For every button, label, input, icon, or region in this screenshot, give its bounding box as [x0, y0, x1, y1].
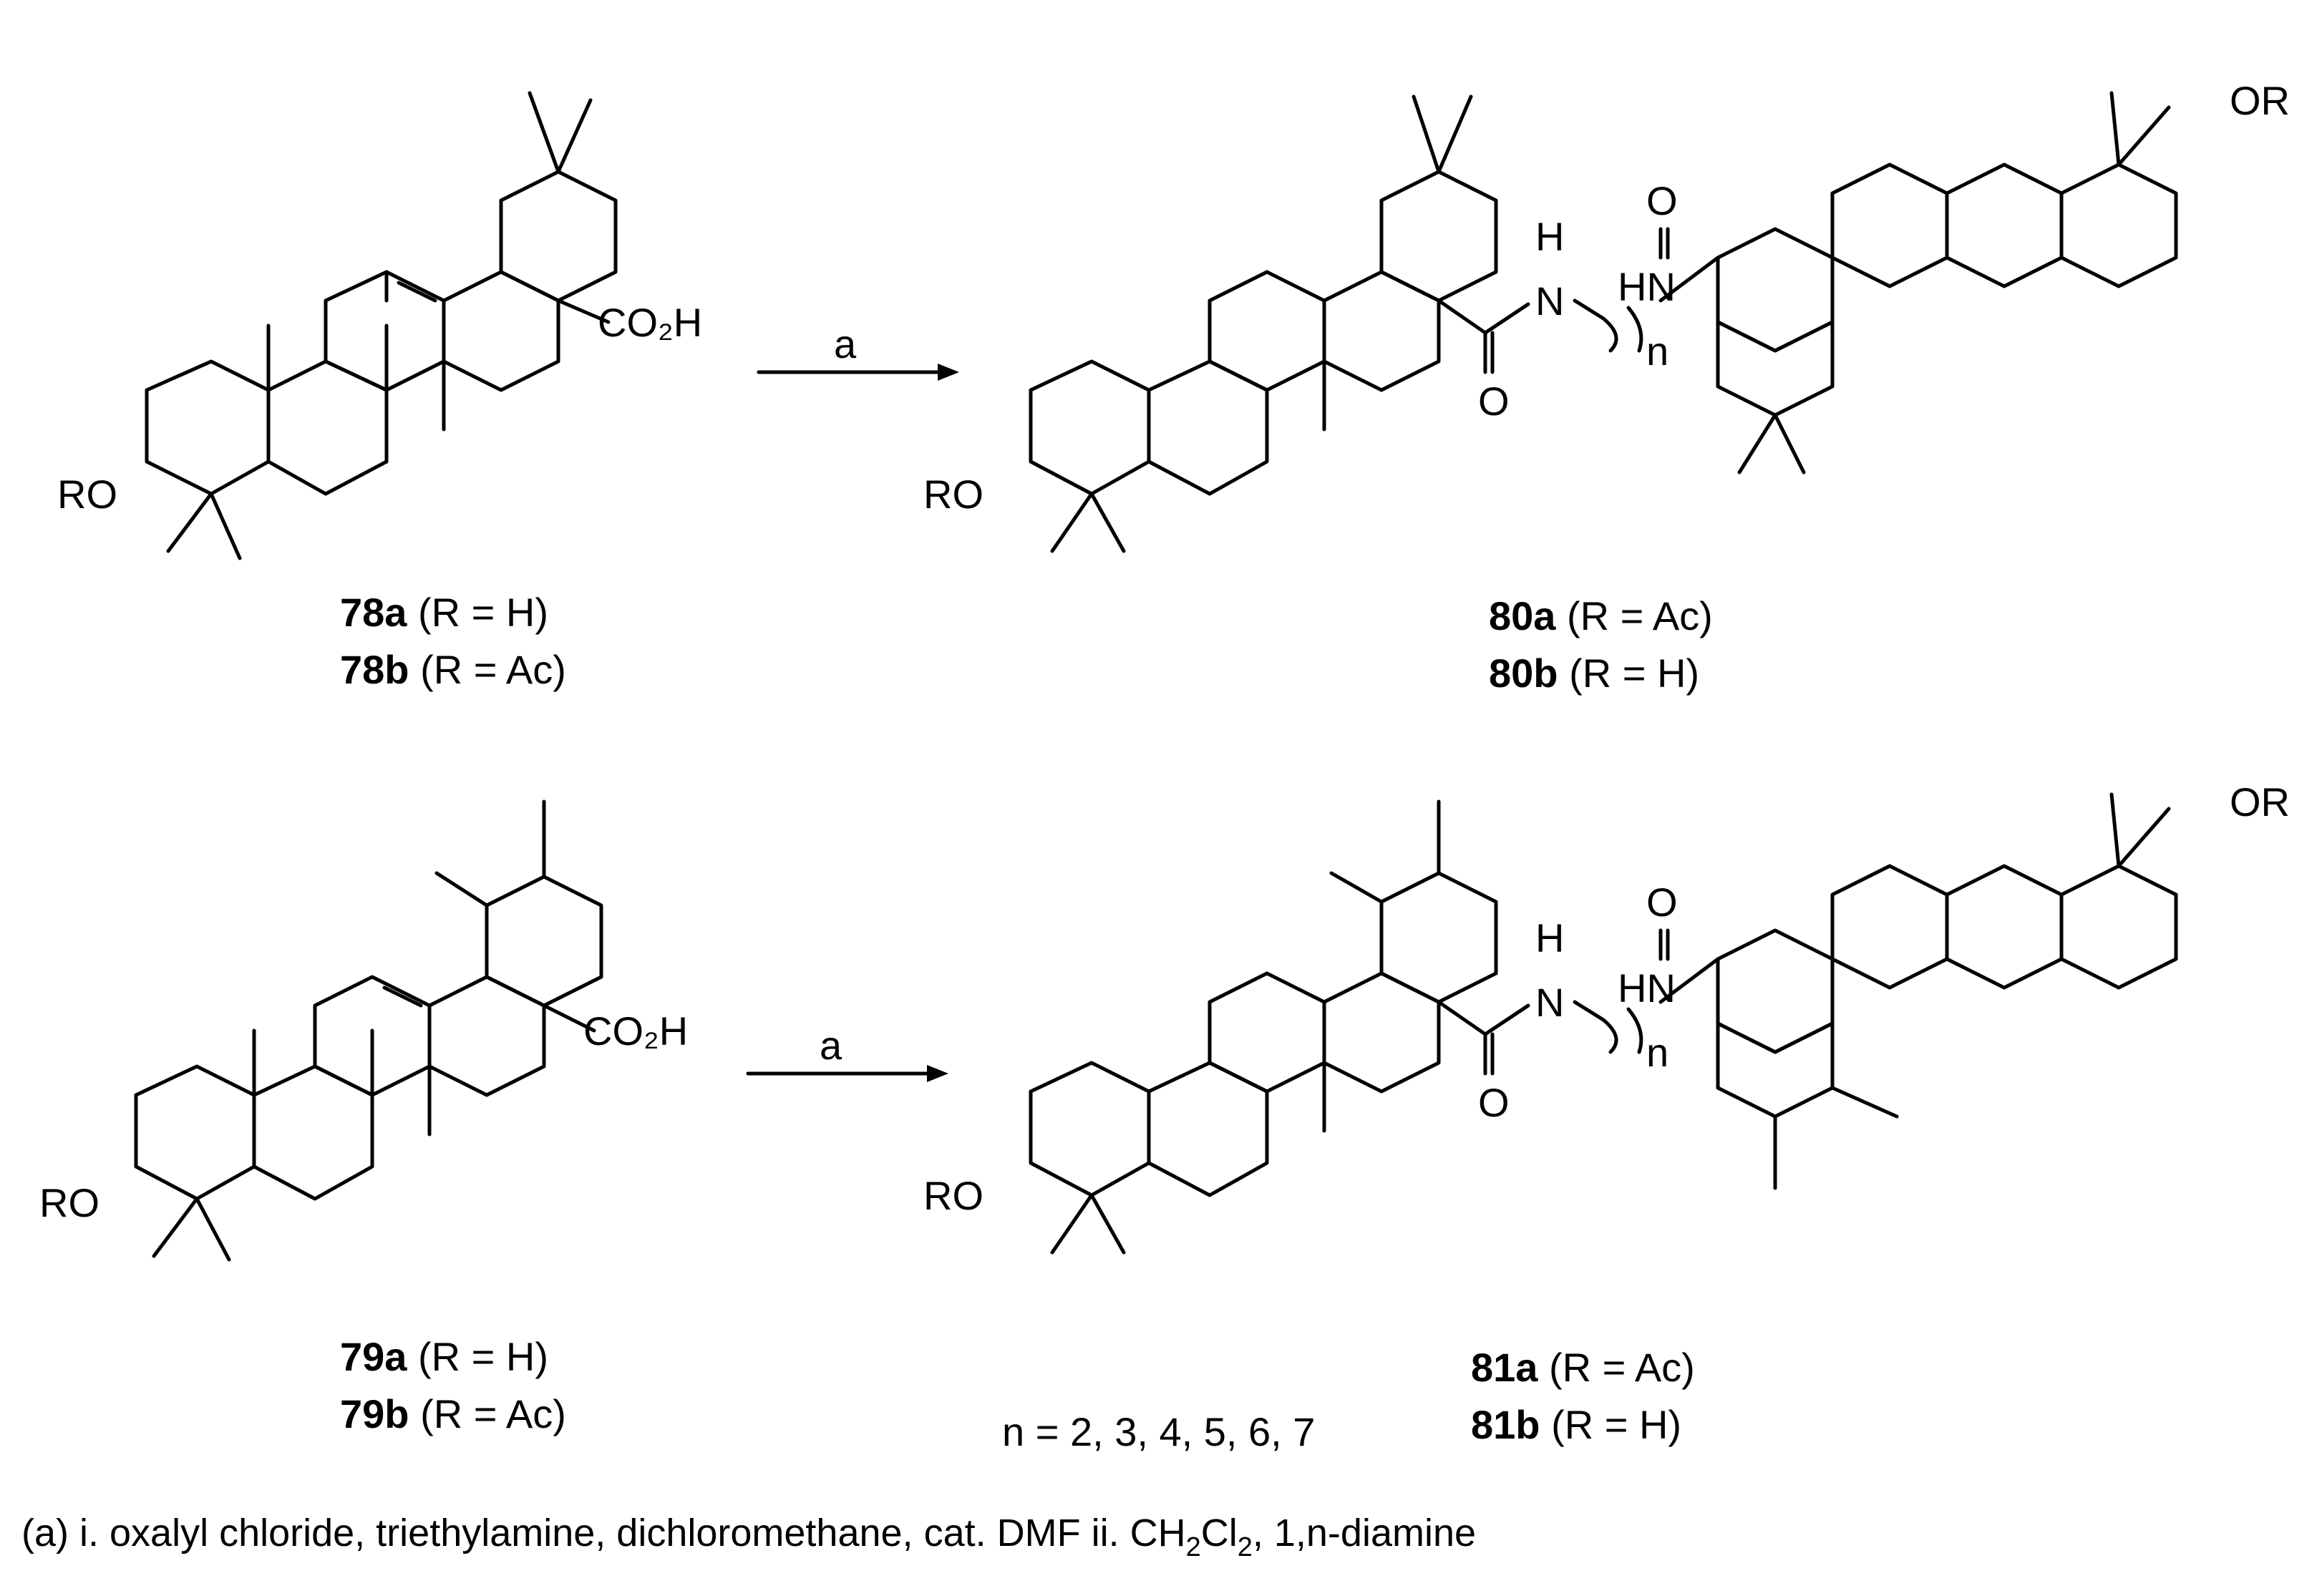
arrow-label-1: a [834, 321, 857, 366]
n-values-note: n = 2, 3, 4, 5, 6, 7 [1002, 1409, 1315, 1454]
svg-text:79b (R = Ac): 79b (R = Ac) [340, 1391, 566, 1436]
compound-id: 78a [340, 590, 407, 635]
conditions-mid: Cl [1201, 1512, 1238, 1554]
compound-id: 80a [1489, 593, 1556, 638]
svg-text:81a (R = Ac): 81a (R = Ac) [1471, 1345, 1695, 1390]
svg-text:80b (R = H): 80b (R = H) [1489, 651, 1699, 696]
conditions-sub1: 2 [1186, 1532, 1201, 1562]
compound-79-labels: 79a (R = H) 79b (R = Ac) [340, 1334, 566, 1436]
compound-id: 81b [1471, 1402, 1540, 1447]
conditions-sub2: 2 [1238, 1532, 1253, 1562]
svg-text:78b (R = Ac): 78b (R = Ac) [340, 647, 566, 692]
compound-81-structure: RO OR H N HN O O n [923, 779, 2290, 1255]
conditions-prefix: (a) i. oxalyl chloride, triethylamine, d… [21, 1512, 1186, 1554]
carbonyl-o-left: O [1478, 1080, 1510, 1125]
or-label: OR [2230, 78, 2290, 123]
r-group: (R = Ac) [420, 647, 566, 692]
r-group: (R = Ac) [1549, 1345, 1695, 1390]
nh-n-label: N [1535, 278, 1564, 323]
arrow-label-2: a [820, 1023, 842, 1068]
hn-label: HN [1618, 965, 1676, 1011]
reaction-conditions: (a) i. oxalyl chloride, triethylamine, d… [21, 1512, 1476, 1562]
compound-80-structure: RO OR H N HN O O n [923, 78, 2290, 553]
compound-78-structure: RO CO₂H [57, 91, 702, 560]
compound-id: 80b [1489, 651, 1558, 696]
reaction-arrow-2: a [746, 1023, 948, 1082]
compound-id: 79a [340, 1334, 407, 1379]
conditions-suffix: , 1,n-diamine [1253, 1512, 1476, 1554]
n-subscript: n [1646, 1030, 1668, 1075]
r-group: (R = H) [418, 1334, 548, 1379]
r-group: (R = H) [1569, 651, 1699, 696]
r-group: (R = Ac) [420, 1391, 566, 1436]
nh-h-label: H [1535, 915, 1564, 960]
n-subscript: n [1646, 329, 1668, 374]
nh-n-label: N [1535, 980, 1564, 1025]
acid-label: CO₂H [583, 1008, 688, 1054]
compound-id: 78b [340, 647, 409, 692]
ro-label: RO [39, 1180, 99, 1225]
carbonyl-o-left: O [1478, 379, 1510, 424]
svg-text:81b (R = H): 81b (R = H) [1471, 1402, 1681, 1447]
compound-80-labels: 80a (R = Ac) 80b (R = H) [1489, 593, 1713, 696]
nh-h-label: H [1535, 214, 1564, 259]
r-group: (R = H) [418, 590, 548, 635]
or-label: OR [2230, 779, 2290, 824]
carbonyl-o-right: O [1646, 880, 1678, 925]
carbonyl-o-right: O [1646, 178, 1678, 223]
reaction-arrow-1: a [757, 321, 959, 381]
compound-78-labels: 78a (R = H) 78b (R = Ac) [340, 590, 566, 692]
ro-label: RO [923, 1173, 983, 1218]
compound-id: 79b [340, 1391, 409, 1436]
compound-id: 81a [1471, 1345, 1538, 1390]
compound-79-structure: RO CO₂H [39, 799, 688, 1262]
acid-label: CO₂H [598, 300, 702, 345]
ro-label: RO [923, 472, 983, 517]
r-group: (R = Ac) [1567, 593, 1713, 638]
svg-text:80a (R = Ac): 80a (R = Ac) [1489, 593, 1713, 638]
hn-label: HN [1618, 264, 1676, 309]
ro-label: RO [57, 472, 117, 517]
svg-text:79a (R = H): 79a (R = H) [340, 1334, 548, 1379]
compound-81-labels: 81a (R = Ac) 81b (R = H) [1471, 1345, 1695, 1447]
r-group: (R = H) [1551, 1402, 1681, 1447]
svg-text:78a (R = H): 78a (R = H) [340, 590, 548, 635]
